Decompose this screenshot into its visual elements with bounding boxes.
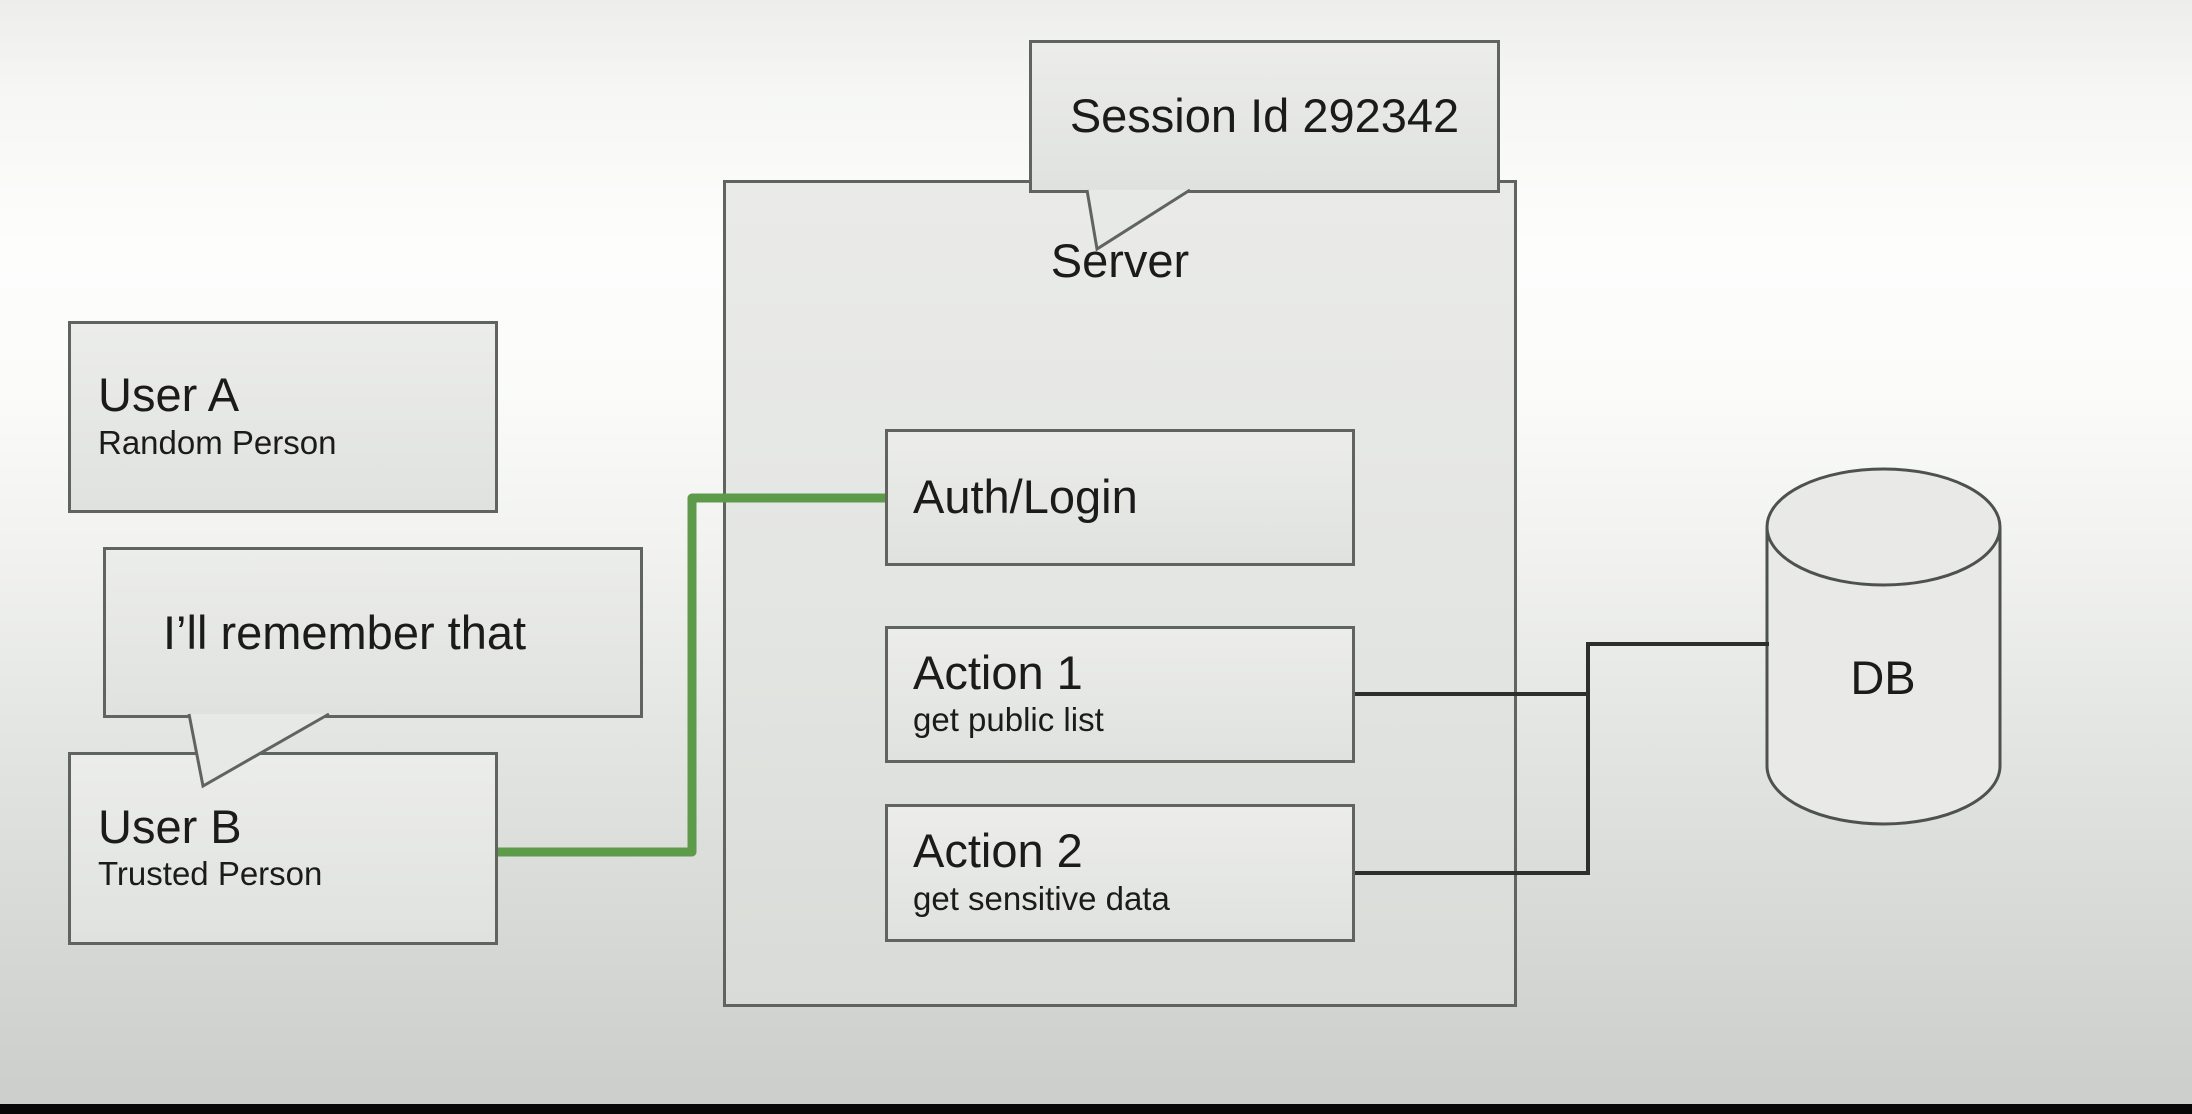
action-1-title: Action 1 bbox=[913, 645, 1083, 699]
action-1-subtitle: get public list bbox=[913, 701, 1104, 739]
remember-bubble: I’ll remember that bbox=[103, 547, 643, 718]
user-a-subtitle: Random Person bbox=[98, 423, 337, 461]
remember-bubble-label: I’ll remember that bbox=[163, 606, 527, 659]
bottom-bar bbox=[0, 1104, 2192, 1114]
user-a-title: User A bbox=[98, 368, 240, 422]
db-cylinder-body bbox=[1765, 527, 2002, 826]
server-label: Server bbox=[1050, 234, 1190, 287]
user-a-box: User A Random Person bbox=[68, 321, 498, 513]
db-label: DB bbox=[1850, 651, 1915, 704]
db-cylinder: DB bbox=[1765, 467, 2002, 826]
action-2-box: Action 2 get sensitive data bbox=[885, 804, 1355, 942]
action-2-title: Action 2 bbox=[913, 824, 1083, 878]
auth-login-label: Auth/Login bbox=[913, 470, 1138, 524]
session-id-bubble: Session Id 292342 bbox=[1029, 40, 1500, 193]
user-b-box: User B Trusted Person bbox=[68, 752, 498, 945]
user-b-title: User B bbox=[98, 799, 242, 853]
auth-login-box: Auth/Login bbox=[885, 429, 1355, 566]
user-b-subtitle: Trusted Person bbox=[98, 855, 323, 893]
action-2-subtitle: get sensitive data bbox=[913, 879, 1170, 917]
db-cylinder-top bbox=[1765, 467, 2002, 587]
action-1-box: Action 1 get public list bbox=[885, 626, 1355, 763]
session-id-label: Session Id 292342 bbox=[1069, 89, 1460, 143]
